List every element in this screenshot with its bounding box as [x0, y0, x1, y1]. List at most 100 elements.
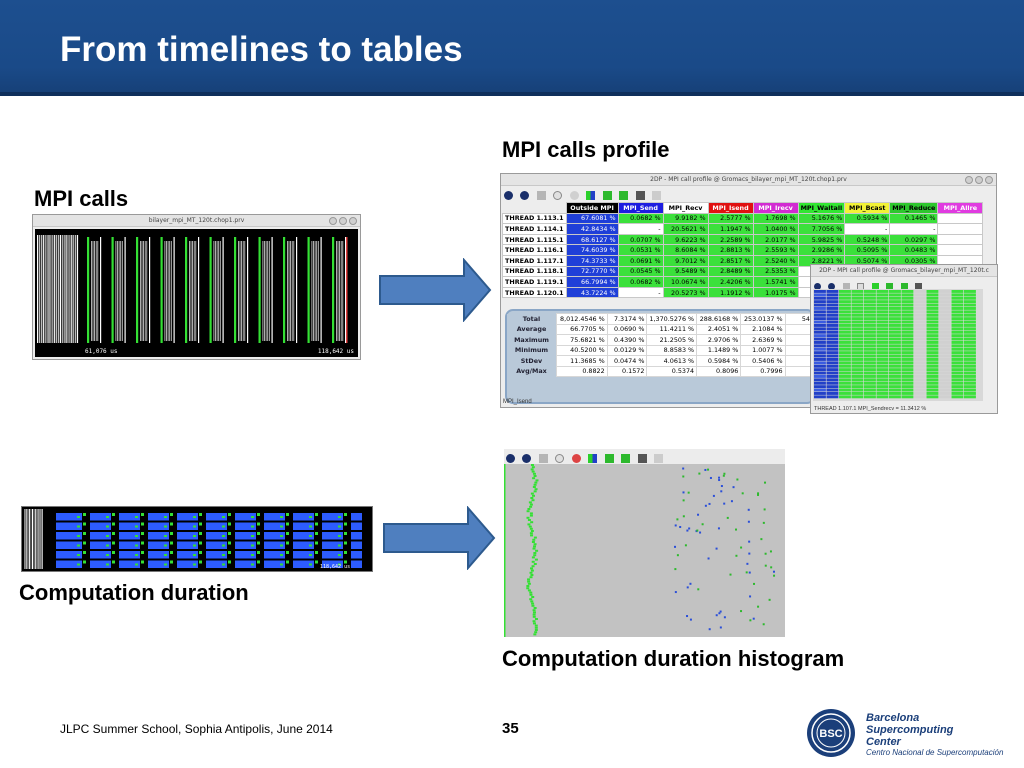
table-cell[interactable]: 9.9182 % [662, 212, 709, 225]
row-header[interactable]: THREAD 1.117.1 [502, 254, 567, 267]
table-cell[interactable]: - [889, 223, 939, 235]
table-cell[interactable]: 0.0545 % [617, 265, 664, 278]
table-cell[interactable]: 68.6127 % [565, 233, 619, 246]
window-titlebar[interactable]: bilayer_mpi_MT_120t.chop1.prv [33, 215, 360, 227]
table-cell[interactable]: 0.0691 % [617, 254, 664, 267]
gradient-color-icon[interactable] [871, 283, 879, 290]
table-cell[interactable]: 43.7224 % [565, 286, 619, 299]
close-icon[interactable] [985, 176, 993, 184]
minimize-icon[interactable] [965, 176, 973, 184]
table-cell[interactable]: 74.6039 % [565, 244, 619, 256]
table-cell[interactable]: 2.5593 % [752, 244, 799, 256]
histogram-window[interactable] [504, 449, 785, 637]
table-cell[interactable]: 1.0175 % [752, 286, 799, 299]
hide-columns-icon[interactable] [602, 191, 612, 200]
table-cell[interactable]: 42.8434 % [565, 223, 619, 235]
table-cell[interactable]: 20.5273 % [662, 286, 709, 299]
table-cell[interactable]: 2.9286 % [797, 244, 846, 256]
profile-grid[interactable] [813, 289, 983, 401]
table-cell[interactable]: 2.8813 % [707, 244, 754, 256]
column-header[interactable]: MPI_Irecv [752, 202, 799, 214]
refresh-icon[interactable] [569, 191, 579, 200]
column-header[interactable]: MPI_Recv [662, 202, 709, 214]
column-header[interactable]: Outside MPI [565, 202, 619, 214]
table-cell[interactable]: 0.0682 % [617, 276, 664, 288]
row-header[interactable]: THREAD 1.115.1 [502, 233, 567, 246]
control-window-icon[interactable] [506, 454, 515, 463]
table-cell[interactable] [937, 244, 984, 256]
table-cell[interactable]: - [617, 286, 664, 299]
hide-columns-icon[interactable] [604, 454, 614, 463]
horizontal-icon[interactable] [619, 191, 629, 200]
table-cell[interactable]: 1.1947 % [707, 223, 754, 235]
row-header[interactable]: THREAD 1.120.1 [502, 286, 567, 299]
row-header[interactable]: THREAD 1.119.1 [502, 276, 567, 288]
table-cell[interactable]: 5.9825 % [797, 233, 846, 246]
table-cell[interactable]: 0.0483 % [889, 244, 939, 256]
mpi-profile-window-2[interactable]: 2DP - MPI call profile @ Gromacs_bilayer… [810, 264, 998, 414]
table-cell[interactable]: 2.2589 % [707, 233, 754, 246]
table-cell[interactable]: 67.6081 % [565, 212, 619, 225]
gradient-color-icon[interactable] [586, 191, 596, 200]
table-cell[interactable]: 9.6223 % [662, 233, 709, 246]
table-cell[interactable]: 0.0707 % [617, 233, 664, 246]
3d-icon[interactable] [536, 191, 546, 200]
table-cell[interactable]: 2.5353 % [752, 265, 799, 278]
percent-icon[interactable] [654, 454, 664, 463]
row-header[interactable]: THREAD 1.118.1 [502, 265, 567, 278]
column-header[interactable]: MPI_Reduce [889, 202, 939, 214]
window-titlebar[interactable]: 2DP - MPI call profile @ Gromacs_bilayer… [811, 265, 997, 277]
table-cell[interactable]: 72.7770 % [565, 265, 619, 278]
window-titlebar[interactable]: 2DP - MPI call profile @ Gromacs_bilayer… [501, 174, 996, 186]
table-cell[interactable]: - [844, 223, 891, 235]
table-cell[interactable]: 0.5248 % [844, 233, 891, 246]
column-header[interactable]: MPI_Allre [937, 202, 984, 214]
percent-icon[interactable] [652, 191, 662, 200]
pause-icon[interactable] [637, 454, 647, 463]
gradient-color-icon[interactable] [588, 454, 598, 463]
3d-icon[interactable] [538, 454, 548, 463]
mpi-timeline-canvas[interactable] [35, 229, 358, 355]
table-cell[interactable]: 0.0297 % [889, 233, 939, 246]
data-window-icon[interactable] [828, 283, 836, 290]
table-cell[interactable]: 0.5095 % [844, 244, 891, 256]
control-window-icon[interactable] [504, 191, 513, 200]
pause-icon[interactable] [635, 191, 645, 200]
table-cell[interactable]: 66.7994 % [565, 276, 619, 288]
table-cell[interactable]: 0.1465 % [889, 212, 939, 225]
table-cell[interactable] [937, 212, 984, 225]
table-cell[interactable]: 5.1676 % [797, 212, 846, 225]
data-window-icon[interactable] [520, 191, 530, 200]
column-header[interactable]: MPI_Send [617, 202, 664, 214]
table-cell[interactable]: 0.0682 % [617, 212, 664, 225]
column-header[interactable]: MPI_Waitall [797, 202, 846, 214]
column-header[interactable]: MPI_Isend [707, 202, 754, 214]
table-cell[interactable] [937, 233, 984, 246]
hide-columns-icon[interactable] [886, 283, 894, 290]
table-cell[interactable]: 0.0531 % [617, 244, 664, 256]
minimize-icon[interactable] [329, 217, 337, 225]
3d-icon[interactable] [842, 283, 850, 290]
maximize-icon[interactable] [339, 217, 347, 225]
table-cell[interactable]: 74.3733 % [565, 254, 619, 267]
table-cell[interactable]: 10.0674 % [662, 276, 709, 288]
refresh-icon[interactable] [571, 454, 581, 463]
computation-timeline[interactable] [21, 506, 373, 572]
table-cell[interactable]: 0.5934 % [844, 212, 891, 225]
pause-icon[interactable] [915, 283, 923, 290]
row-header[interactable]: THREAD 1.116.1 [502, 244, 567, 256]
histogram-canvas[interactable] [504, 464, 785, 637]
table-cell[interactable]: 2.8517 % [707, 254, 754, 267]
close-icon[interactable] [349, 217, 357, 225]
table-cell[interactable]: 7.7056 % [797, 223, 846, 235]
zoom-icon[interactable] [555, 454, 565, 463]
table-cell[interactable]: 9.7012 % [662, 254, 709, 267]
column-header[interactable]: MPI_Bcast [844, 202, 891, 214]
row-header[interactable]: THREAD 1.114.1 [502, 223, 567, 235]
table-cell[interactable]: 1.5741 % [752, 276, 799, 288]
table-cell[interactable]: - [617, 223, 664, 235]
zoom-icon[interactable] [553, 191, 563, 200]
table-cell[interactable]: 2.5777 % [707, 212, 754, 225]
maximize-icon[interactable] [975, 176, 983, 184]
table-cell[interactable]: 1.0400 % [752, 223, 799, 235]
